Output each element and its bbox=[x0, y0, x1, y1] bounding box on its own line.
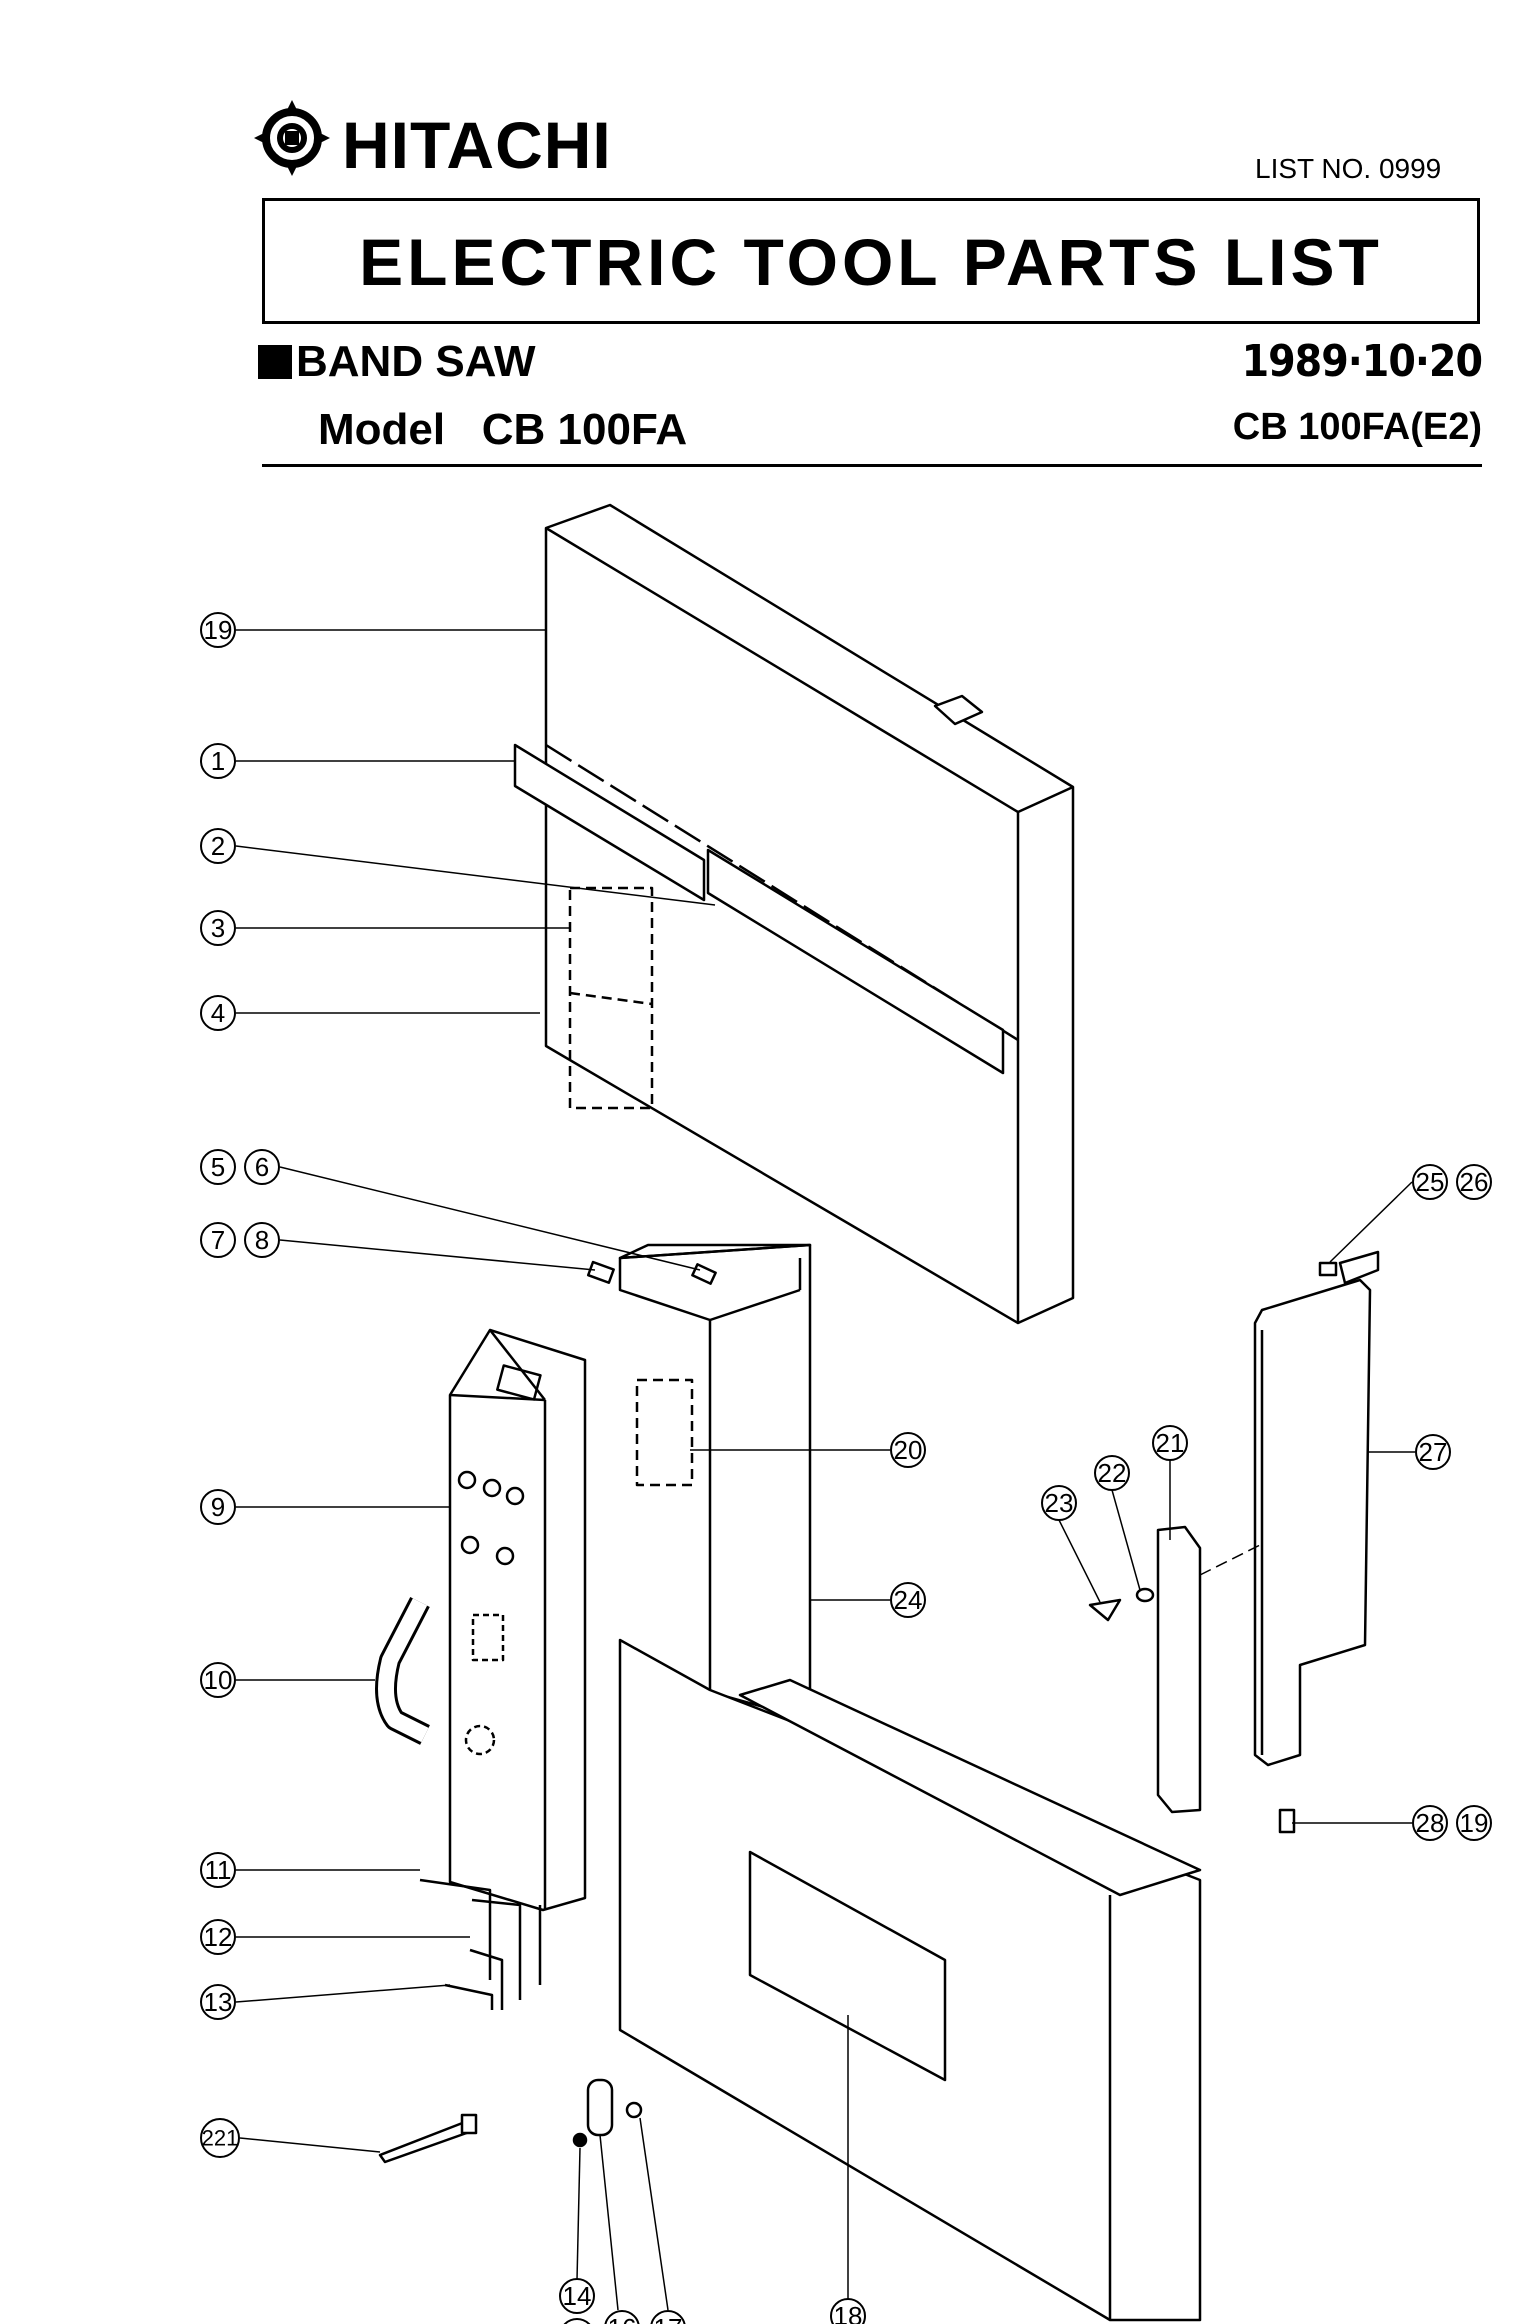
callout-circle bbox=[1456, 1805, 1492, 1841]
callout-circle bbox=[1094, 1455, 1130, 1491]
callout-label: 18 bbox=[834, 2301, 863, 2324]
callout-label: 14 bbox=[563, 2281, 592, 2311]
model-code: CB 100FA(E2) bbox=[1232, 406, 1482, 448]
switch-box-part bbox=[448, 1328, 587, 1912]
callout-label: 221 bbox=[202, 2126, 239, 2151]
callout-circle bbox=[200, 995, 236, 1031]
callout-label: 26 bbox=[1460, 1167, 1489, 1197]
callout-label: 12 bbox=[204, 1922, 233, 1952]
nameplate-right-part bbox=[706, 848, 1005, 1075]
callout-circle bbox=[650, 2310, 686, 2324]
callout-label: 3 bbox=[211, 913, 225, 943]
callout-circle bbox=[1415, 1434, 1451, 1470]
callout-label: 25 bbox=[1416, 1167, 1445, 1197]
callout-circle bbox=[200, 1662, 236, 1698]
screw-part bbox=[572, 2132, 588, 2148]
callout-label: 1 bbox=[211, 746, 225, 776]
callout-circle bbox=[200, 828, 236, 864]
callout-circle bbox=[200, 1852, 236, 1888]
header-divider bbox=[262, 464, 1482, 467]
label-plate-part bbox=[568, 886, 654, 1110]
callout-circle bbox=[559, 2278, 595, 2314]
callout-circle bbox=[890, 1582, 926, 1618]
callout-label: 8 bbox=[255, 1225, 269, 1255]
callout-label: 16 bbox=[608, 2313, 637, 2324]
callout-label: 23 bbox=[1045, 1488, 1074, 1518]
callout-circle bbox=[244, 1149, 280, 1185]
issue-date: 1989·10·20 bbox=[1241, 336, 1483, 387]
callout-label: 6 bbox=[255, 1152, 269, 1182]
callout-circle bbox=[200, 1222, 236, 1258]
screw-28-part bbox=[1278, 1808, 1296, 1834]
nameplate-left-part bbox=[513, 743, 706, 902]
wing-nut-part bbox=[1088, 1598, 1122, 1622]
callout-label: 9 bbox=[211, 1492, 225, 1522]
guide-bar-part bbox=[1156, 1525, 1202, 1814]
callout-circle bbox=[200, 1919, 236, 1955]
callout-label: 17 bbox=[654, 2313, 683, 2324]
callout-label: 2 bbox=[211, 831, 225, 861]
screw-7-8-part bbox=[586, 1260, 615, 1284]
lower-cover-part bbox=[618, 1638, 1202, 2322]
callout-circle bbox=[200, 1149, 236, 1185]
callout-label: 19 bbox=[204, 615, 233, 645]
callout-label: 11 bbox=[205, 1855, 232, 1885]
nut-part bbox=[625, 2101, 643, 2119]
callout-label: 28 bbox=[1416, 1808, 1445, 1838]
callout-circle bbox=[890, 1432, 926, 1468]
callout-circle bbox=[244, 1222, 280, 1258]
callout-label: 5 bbox=[211, 1152, 225, 1182]
title-box: ELECTRIC TOOL PARTS LIST bbox=[262, 198, 1480, 324]
callout-circle bbox=[200, 2118, 240, 2158]
category-label: BAND SAW bbox=[296, 337, 536, 386]
square-bullet-icon bbox=[258, 345, 292, 379]
callout-label: 21 bbox=[1156, 1428, 1185, 1458]
callout-label: 7 bbox=[211, 1225, 225, 1255]
callout-label: 20 bbox=[894, 1435, 923, 1465]
callout-label: 15 bbox=[563, 2321, 592, 2324]
callout-circle bbox=[200, 743, 236, 779]
callout-circle bbox=[1412, 1164, 1448, 1200]
page-title: ELECTRIC TOOL PARTS LIST bbox=[359, 225, 1383, 299]
brand-name: HITACHI bbox=[342, 108, 612, 182]
model-name: Model CB 100FA bbox=[318, 405, 688, 454]
callout-label: 24 bbox=[894, 1585, 923, 1615]
cable-tubes-part bbox=[419, 1878, 542, 2010]
hitachi-logo-icon bbox=[254, 100, 330, 176]
callout-label: 19 bbox=[1460, 1808, 1489, 1838]
guide-plate-part bbox=[1253, 1250, 1380, 1767]
product-category: BAND SAW bbox=[258, 340, 536, 384]
callout-circle bbox=[830, 2298, 866, 2324]
callout-circle bbox=[1152, 1425, 1188, 1461]
cord-clamp-part bbox=[586, 2078, 614, 2137]
washer-part bbox=[1135, 1587, 1155, 1603]
callout-circle bbox=[1456, 1164, 1492, 1200]
callout-label: 10 bbox=[204, 1665, 233, 1695]
callout-label: 27 bbox=[1419, 1437, 1448, 1467]
callout-label: 13 bbox=[204, 1987, 233, 2017]
list-number: LIST NO. 0999 bbox=[1255, 153, 1442, 184]
screw-5-6-part bbox=[691, 1263, 717, 1285]
callout-circle bbox=[200, 910, 236, 946]
callout-circle bbox=[200, 1984, 236, 2020]
callout-circle bbox=[563, 2318, 591, 2324]
screw-25-26-part bbox=[1318, 1261, 1338, 1277]
callout-circle bbox=[200, 1489, 236, 1525]
rear-bracket-part bbox=[618, 1243, 812, 1722]
callout-circle bbox=[200, 612, 236, 648]
callout-label: 22 bbox=[1098, 1458, 1127, 1488]
callout-label: 4 bbox=[211, 998, 225, 1028]
callout-circle bbox=[1412, 1805, 1448, 1841]
callout-circle bbox=[604, 2310, 640, 2324]
callout-circle bbox=[1041, 1485, 1077, 1521]
